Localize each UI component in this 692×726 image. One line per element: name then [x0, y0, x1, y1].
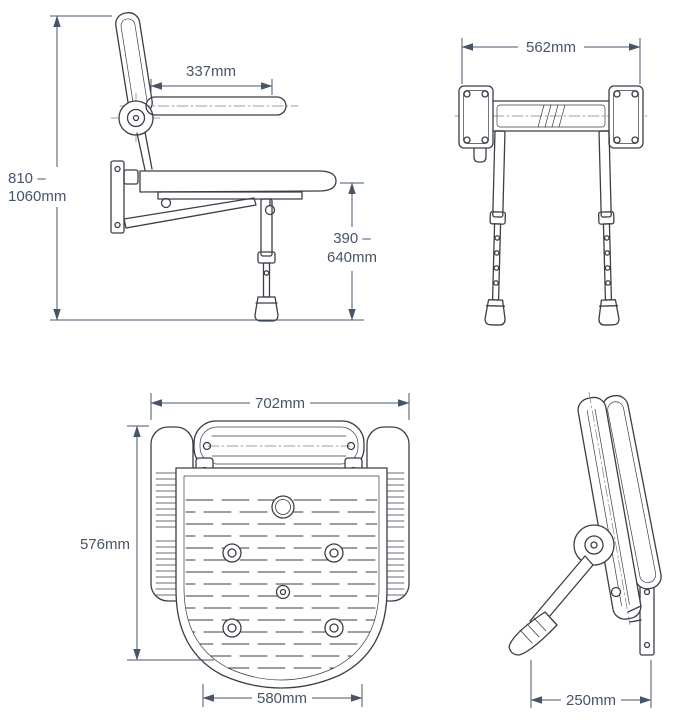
side-seat-height-label-line1: 390 – [333, 230, 371, 247]
folded-leg [508, 555, 594, 656]
plan-view-drawing [150, 420, 410, 689]
plan-depth-label: 576mm [80, 536, 130, 553]
side-wall-mount [110, 160, 139, 234]
front-left-leg [484, 130, 506, 326]
folded-hinge-detail [610, 586, 642, 623]
plan-seat-width-dimension: 580mm [202, 684, 363, 707]
front-width-label: 562mm [526, 39, 576, 56]
side-armrest [145, 96, 287, 116]
folded-depth-label: 250mm [566, 692, 616, 709]
side-height-label-line1: 810 – [8, 170, 46, 187]
folded-pivot [573, 524, 615, 566]
side-height-dimension: 810 – 1060mm [8, 15, 364, 321]
front-view-drawing [454, 85, 648, 326]
side-seat [139, 170, 337, 216]
front-left-plate [458, 85, 494, 149]
plan-backrest [193, 420, 365, 471]
front-view: 562mm [454, 38, 648, 326]
plan-bolts-and-logo [222, 495, 344, 638]
front-width-dimension: 562mm [461, 38, 641, 84]
plan-seat-width-label: 580mm [257, 690, 307, 707]
side-depth-dimension: 337mm [150, 63, 273, 95]
folded-view: 250mm [508, 391, 662, 709]
side-depth-label: 337mm [186, 63, 236, 80]
front-right-leg [598, 130, 620, 326]
folded-seat [577, 391, 642, 625]
front-right-plate [608, 85, 644, 149]
side-view: 337mm 810 – 1060mm 390 – 640mm [8, 12, 377, 322]
side-seat-height-dimension: 390 – 640mm [327, 182, 377, 321]
front-clip [473, 147, 487, 163]
plan-width-label: 702mm [255, 395, 305, 412]
folded-depth-dimension: 250mm [530, 660, 652, 709]
plan-view: 702mm 576mm 580mm [80, 393, 410, 707]
plan-depth-dimension: 576mm [80, 425, 214, 661]
side-seat-height-label-line2: 640mm [327, 249, 377, 266]
side-leg [254, 198, 279, 322]
side-pivot [118, 100, 154, 136]
folded-view-drawing [508, 391, 662, 656]
side-view-drawing [110, 12, 337, 322]
folded-wall-plate [639, 582, 655, 656]
side-brace [123, 131, 257, 229]
side-height-label-line2: 1060mm [8, 188, 66, 205]
plan-width-dimension: 702mm [150, 393, 410, 420]
front-rail [492, 100, 610, 132]
